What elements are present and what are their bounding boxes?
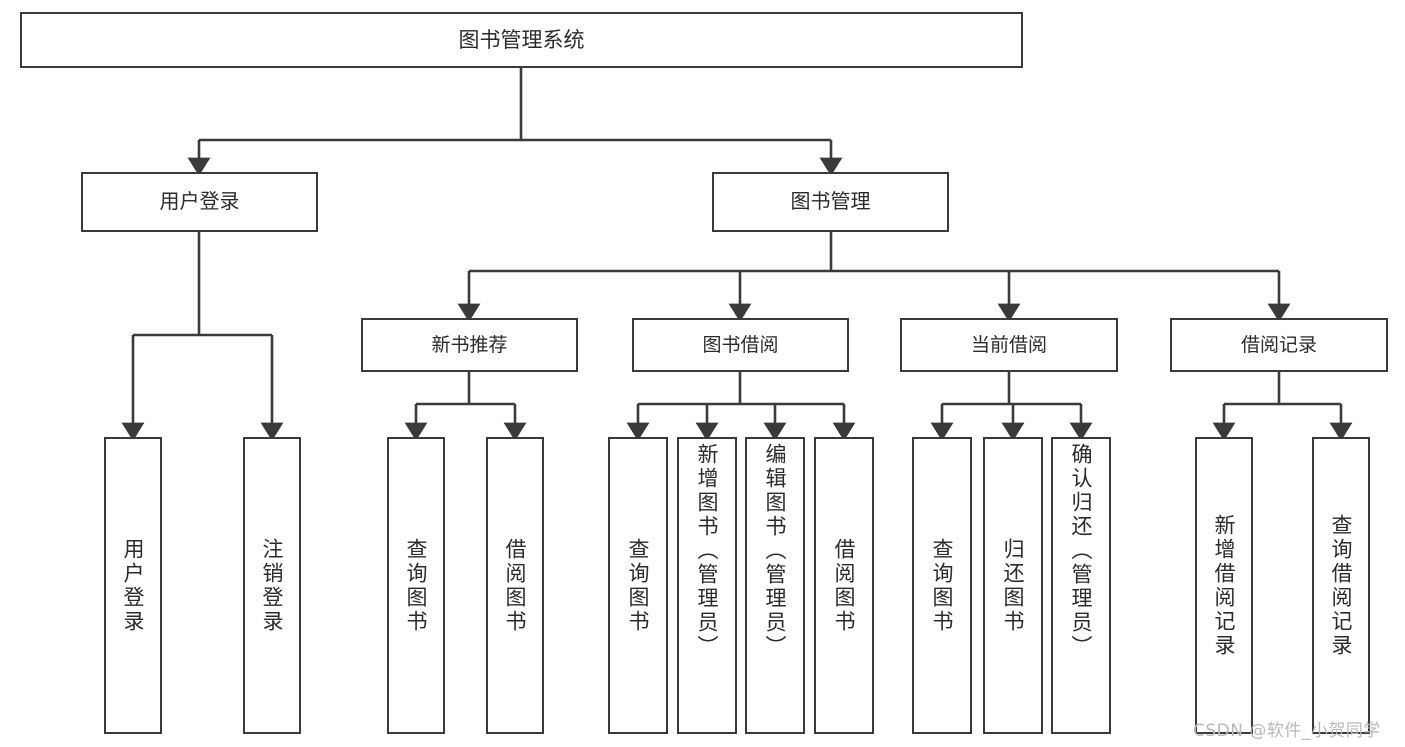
leaf-confirm-return-admin-label: 确认归还（管理员）	[1069, 443, 1093, 659]
leaf-query-book-recommend[interactable]: 查询图书	[387, 437, 445, 734]
node-user-login[interactable]: 用户登录	[81, 172, 318, 232]
leaf-return-book-label: 归还图书	[1001, 537, 1025, 634]
leaf-query-borrow-record[interactable]: 查询借阅记录	[1312, 437, 1370, 734]
csdn-watermark: CSDN @软件_小贺同学	[1193, 721, 1381, 741]
leaf-borrow-book-recommend-label: 借阅图书	[503, 537, 527, 634]
leaf-edit-book-admin[interactable]: 编辑图书（管理员）	[745, 437, 805, 734]
node-borrow-record-label: 借阅记录	[1240, 333, 1317, 356]
node-new-book-recommend-label: 新书推荐	[431, 333, 508, 356]
leaf-add-book-admin[interactable]: 新增图书（管理员）	[677, 437, 737, 734]
node-current-borrow-label: 当前借阅	[970, 333, 1047, 356]
node-borrow-record[interactable]: 借阅记录	[1170, 318, 1388, 372]
node-root-label: 图书管理系统	[458, 27, 585, 52]
leaf-logout-label: 注销登录	[260, 537, 284, 634]
leaf-query-book-current-label: 查询图书	[930, 537, 954, 634]
leaf-query-book-current[interactable]: 查询图书	[912, 437, 972, 734]
node-book-borrow[interactable]: 图书借阅	[632, 318, 849, 372]
node-current-borrow[interactable]: 当前借阅	[900, 318, 1118, 372]
leaf-query-book-recommend-label: 查询图书	[404, 537, 428, 634]
leaf-borrow-book[interactable]: 借阅图书	[814, 437, 874, 734]
leaf-borrow-book-label: 借阅图书	[832, 537, 856, 634]
node-user-login-label: 用户登录	[159, 189, 240, 214]
leaf-query-book-borrow[interactable]: 查询图书	[608, 437, 668, 734]
leaf-user-login[interactable]: 用户登录	[104, 437, 162, 734]
leaf-query-book-borrow-label: 查询图书	[626, 537, 650, 634]
leaf-return-book[interactable]: 归还图书	[983, 437, 1043, 734]
leaf-confirm-return-admin[interactable]: 确认归还（管理员）	[1051, 437, 1111, 734]
leaf-user-login-label: 用户登录	[121, 537, 145, 634]
leaf-add-borrow-record-label: 新增借阅记录	[1212, 513, 1236, 658]
node-root[interactable]: 图书管理系统	[20, 12, 1023, 68]
leaf-query-borrow-record-label: 查询借阅记录	[1329, 513, 1353, 658]
node-book-borrow-label: 图书借阅	[702, 333, 779, 356]
leaf-borrow-book-recommend[interactable]: 借阅图书	[486, 437, 544, 734]
node-book-management[interactable]: 图书管理	[712, 172, 949, 232]
leaf-add-borrow-record[interactable]: 新增借阅记录	[1195, 437, 1253, 734]
leaf-add-book-admin-label: 新增图书（管理员）	[695, 443, 719, 659]
node-book-management-label: 图书管理	[790, 189, 871, 214]
leaf-logout[interactable]: 注销登录	[243, 437, 301, 734]
leaf-edit-book-admin-label: 编辑图书（管理员）	[763, 443, 787, 659]
node-new-book-recommend[interactable]: 新书推荐	[361, 318, 578, 372]
